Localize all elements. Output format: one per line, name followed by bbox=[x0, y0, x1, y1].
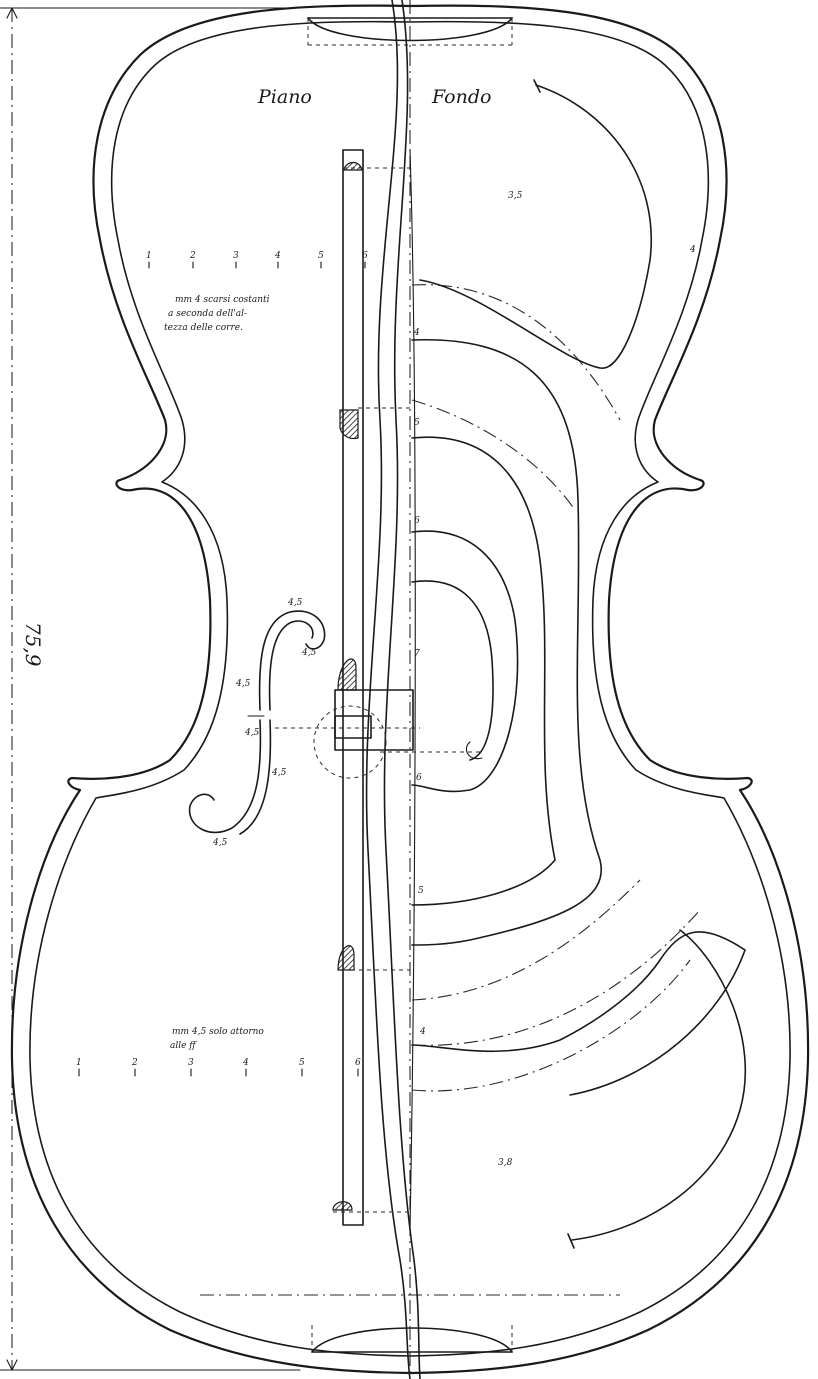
note-top: mm 4 scarsi costanti a seconda dell'al- … bbox=[164, 295, 270, 333]
svg-text:5: 5 bbox=[299, 1058, 305, 1068]
svg-text:4: 4 bbox=[419, 1027, 426, 1037]
upper-thickness-label: 3,5 bbox=[508, 191, 523, 201]
central-spine bbox=[365, 0, 421, 1379]
svg-text:1: 1 bbox=[76, 1058, 82, 1068]
svg-text:a seconda dell'al-: a seconda dell'al- bbox=[168, 309, 247, 319]
svg-text:6: 6 bbox=[355, 1058, 361, 1068]
title-right: Fondo bbox=[431, 86, 491, 108]
top-block bbox=[307, 17, 513, 46]
svg-text:4,5: 4,5 bbox=[235, 679, 251, 689]
contour-labels: 4 5 6 7 6 5 4 bbox=[413, 328, 426, 1037]
svg-text:4: 4 bbox=[242, 1058, 249, 1068]
title-left: Piano bbox=[257, 86, 312, 108]
svg-text:5: 5 bbox=[414, 418, 420, 428]
svg-text:7: 7 bbox=[414, 649, 420, 659]
total-length-label: 75,9 bbox=[21, 622, 45, 667]
edge-thickness-label: 4 bbox=[689, 245, 696, 255]
svg-text:mm 4 scarsi costanti: mm 4 scarsi costanti bbox=[175, 295, 270, 305]
svg-text:5: 5 bbox=[418, 886, 424, 896]
svg-text:4: 4 bbox=[413, 328, 420, 338]
svg-text:6: 6 bbox=[414, 516, 420, 526]
svg-text:tezza delle corre.: tezza delle corre. bbox=[164, 323, 243, 333]
lower-thickness-label: 3,8 bbox=[498, 1158, 513, 1168]
svg-text:alle ff: alle ff bbox=[170, 1041, 197, 1051]
svg-text:4,5: 4,5 bbox=[287, 598, 303, 608]
svg-text:2: 2 bbox=[131, 1058, 138, 1068]
svg-text:4,5: 4,5 bbox=[212, 838, 228, 848]
svg-text:4,5: 4,5 bbox=[244, 728, 260, 738]
f-hole bbox=[188, 610, 326, 835]
svg-text:4: 4 bbox=[274, 251, 281, 261]
note-bottom: mm 4,5 solo attorno alle ff bbox=[170, 1027, 264, 1051]
svg-text:5: 5 bbox=[318, 251, 324, 261]
svg-text:6: 6 bbox=[362, 251, 368, 261]
svg-text:3: 3 bbox=[233, 251, 239, 261]
scale-lower: 1 2 3 4 5 6 bbox=[76, 1058, 361, 1077]
scale-upper: 1 2 3 4 5 6 bbox=[146, 251, 368, 269]
svg-text:6: 6 bbox=[416, 773, 422, 783]
thickness-contours bbox=[411, 79, 747, 1249]
bridge-area bbox=[275, 689, 483, 779]
svg-text:4,5: 4,5 bbox=[301, 648, 317, 658]
svg-text:1: 1 bbox=[146, 251, 152, 261]
svg-text:4,5: 4,5 bbox=[271, 768, 287, 778]
svg-text:mm 4,5 solo attorno: mm 4,5 solo attorno bbox=[172, 1027, 264, 1037]
length-dimension bbox=[0, 7, 301, 1371]
bass-bar bbox=[332, 149, 410, 1226]
ff-labels: 4,5 4,5 4,5 4,5 4,5 4,5 bbox=[212, 598, 317, 848]
svg-text:3: 3 bbox=[188, 1058, 194, 1068]
svg-text:2: 2 bbox=[189, 251, 196, 261]
